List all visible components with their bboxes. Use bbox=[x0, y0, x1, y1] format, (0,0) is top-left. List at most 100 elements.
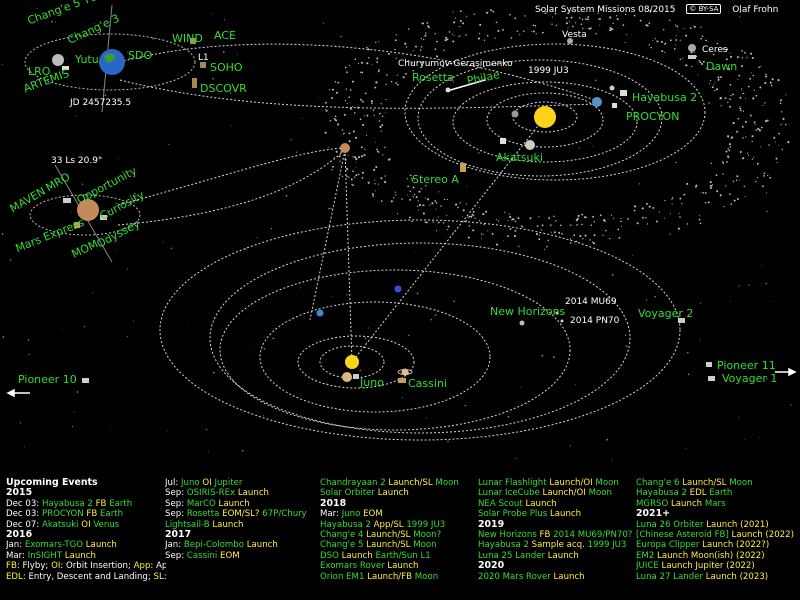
event-heading: 2016 bbox=[6, 529, 33, 540]
event-segment: Lunar Flashlight bbox=[478, 478, 547, 488]
event-line: 2021+ bbox=[636, 509, 796, 519]
vesta bbox=[567, 38, 573, 44]
event-heading: 2017 bbox=[165, 529, 192, 540]
event-segment: Moon bbox=[588, 488, 612, 499]
event-segment: Akatsuki bbox=[41, 519, 79, 530]
event-heading: Upcoming Events bbox=[6, 478, 98, 488]
license-text: BY-SA bbox=[698, 5, 719, 13]
orbit-saturn bbox=[297, 335, 415, 389]
event-segment: 1999 JU3 bbox=[587, 540, 627, 551]
event-segment: Luna 27 Lander bbox=[636, 571, 703, 582]
event-line: Mar: Juno EOM bbox=[320, 509, 480, 519]
author-name: Olaf Frohn bbox=[732, 5, 779, 15]
event-segment: FB bbox=[6, 561, 17, 572]
event-segment: Dec 03: bbox=[6, 509, 42, 520]
event-line: Hayabusa 2 EDL Earth bbox=[636, 488, 796, 498]
event-segment: Chang'e 5 bbox=[320, 540, 364, 551]
event-line: Solar Probe Plus Launch bbox=[478, 509, 638, 519]
event-segment: Launch/SL bbox=[363, 529, 414, 540]
event-line: EDL: Entry, Descent and Landing; SL: Sof… bbox=[6, 572, 166, 582]
event-line: Orion EM1 Launch/FB Moon bbox=[320, 572, 480, 582]
event-segment: Europa Clipper bbox=[636, 540, 700, 551]
event-segment: Launch/OI bbox=[539, 488, 589, 499]
event-segment: Sep: bbox=[165, 488, 187, 499]
event-line: Dec 07: Akatsuki OI Venus bbox=[6, 520, 166, 530]
event-segment: : Orbit Insertion; bbox=[60, 561, 134, 572]
label-l1: L1 bbox=[198, 53, 209, 63]
event-segment: Launch bbox=[547, 509, 582, 520]
sun-projection-3 bbox=[309, 149, 346, 321]
event-segment: Solar Probe Plus bbox=[478, 509, 548, 520]
orbit-venus bbox=[486, 92, 604, 148]
event-line: 2020 Mars Rover Launch bbox=[478, 572, 638, 582]
event-segment: Launch/SL bbox=[679, 478, 730, 488]
voyager2-probe-icon bbox=[678, 318, 685, 323]
label-sdo: SDO bbox=[128, 49, 153, 62]
event-line: Sep: Rosetta EOM/SL? 67P/Chury bbox=[165, 509, 325, 519]
event-line: Dec 03: Hayabusa 2 FB Earth bbox=[6, 499, 166, 509]
label-yutu: Yutu bbox=[75, 53, 99, 66]
event-segment: Dec 03: bbox=[6, 498, 42, 509]
stereo-probe-icon bbox=[460, 163, 466, 172]
pioneer10-probe-icon bbox=[82, 378, 89, 383]
event-segment: Launch (2022) bbox=[728, 529, 794, 540]
orbit-uranus bbox=[259, 301, 491, 413]
label-wind: WIND bbox=[172, 32, 203, 45]
event-line: Hayabusa 2 Sample acq. 1999 JU3 bbox=[478, 540, 638, 550]
event-segment: Rosetta bbox=[186, 509, 220, 520]
event-segment: Moon bbox=[435, 478, 459, 488]
event-line: Sep: OSIRIS-REx Launch bbox=[165, 488, 325, 498]
event-line: [Chinese Asteroid FB] Launch (2022) bbox=[636, 530, 796, 540]
event-segment: Orion EM1 bbox=[320, 571, 365, 582]
connector-lines bbox=[117, 43, 596, 363]
event-line: Hayabusa 2 App/SL 1999 JU3 bbox=[320, 520, 480, 530]
event-segment: Launch bbox=[215, 498, 250, 509]
event-segment: Moon bbox=[414, 571, 439, 582]
label-akatsuki: Akatsuki bbox=[496, 151, 543, 164]
label-lro: LRO bbox=[28, 65, 51, 78]
label-voyager1: Voyager 1 bbox=[722, 372, 778, 385]
event-segment: 2014 MU69/PN70? bbox=[553, 529, 633, 540]
event-line: Exomars Rover Launch bbox=[320, 561, 480, 571]
event-segment: InSIGHT bbox=[27, 550, 63, 561]
event-segment: Moon bbox=[413, 540, 437, 551]
orbit-kbo bbox=[159, 219, 681, 441]
event-line: 2020 bbox=[478, 561, 638, 571]
header: Solar System Missions 08/2015 © BY-SA Ol… bbox=[535, 4, 778, 15]
event-segment: FB bbox=[92, 498, 110, 509]
event-line: JUICE Launch Jupiter (2022) bbox=[636, 561, 796, 571]
event-segment: EOM bbox=[217, 550, 240, 561]
event-segment: Launch bbox=[544, 550, 579, 561]
orbit-pluto bbox=[209, 242, 631, 434]
neptune bbox=[394, 285, 402, 293]
event-segment: Launch/OI bbox=[546, 478, 596, 488]
ceres bbox=[688, 44, 696, 52]
event-segment: OSIRIS-REx bbox=[186, 488, 236, 499]
mars-inner bbox=[340, 143, 350, 153]
event-segment: Launch bbox=[384, 561, 419, 572]
venus bbox=[525, 140, 535, 150]
event-segment: Launch (2021) bbox=[703, 519, 769, 530]
label-vesta: Vesta bbox=[562, 30, 587, 40]
label-cassini: Cassini bbox=[408, 377, 447, 390]
mars-cluster bbox=[29, 164, 141, 263]
mercury bbox=[511, 110, 519, 118]
event-segment: FB bbox=[536, 529, 554, 540]
event-segment: : Soft Landing; bbox=[164, 572, 166, 582]
label-rosetta: Rosetta bbox=[412, 71, 454, 84]
event-segment: Hayabusa 2 bbox=[478, 540, 529, 551]
lro-probe-icon bbox=[62, 66, 69, 70]
event-segment: Cassini bbox=[186, 550, 218, 561]
event-line: Lunar IceCube Launch/OI Moon bbox=[478, 488, 638, 498]
orbit-mars bbox=[417, 59, 663, 177]
event-segment: Launch bbox=[668, 498, 705, 509]
event-segment: Launch/SL bbox=[385, 478, 436, 488]
event-segment: EOM/SL? bbox=[219, 509, 263, 520]
event-line: DSO Launch Earth/Sun L1 bbox=[320, 551, 480, 561]
event-segment: Launch (2023) bbox=[702, 571, 769, 582]
sun-projection-1 bbox=[344, 149, 353, 363]
